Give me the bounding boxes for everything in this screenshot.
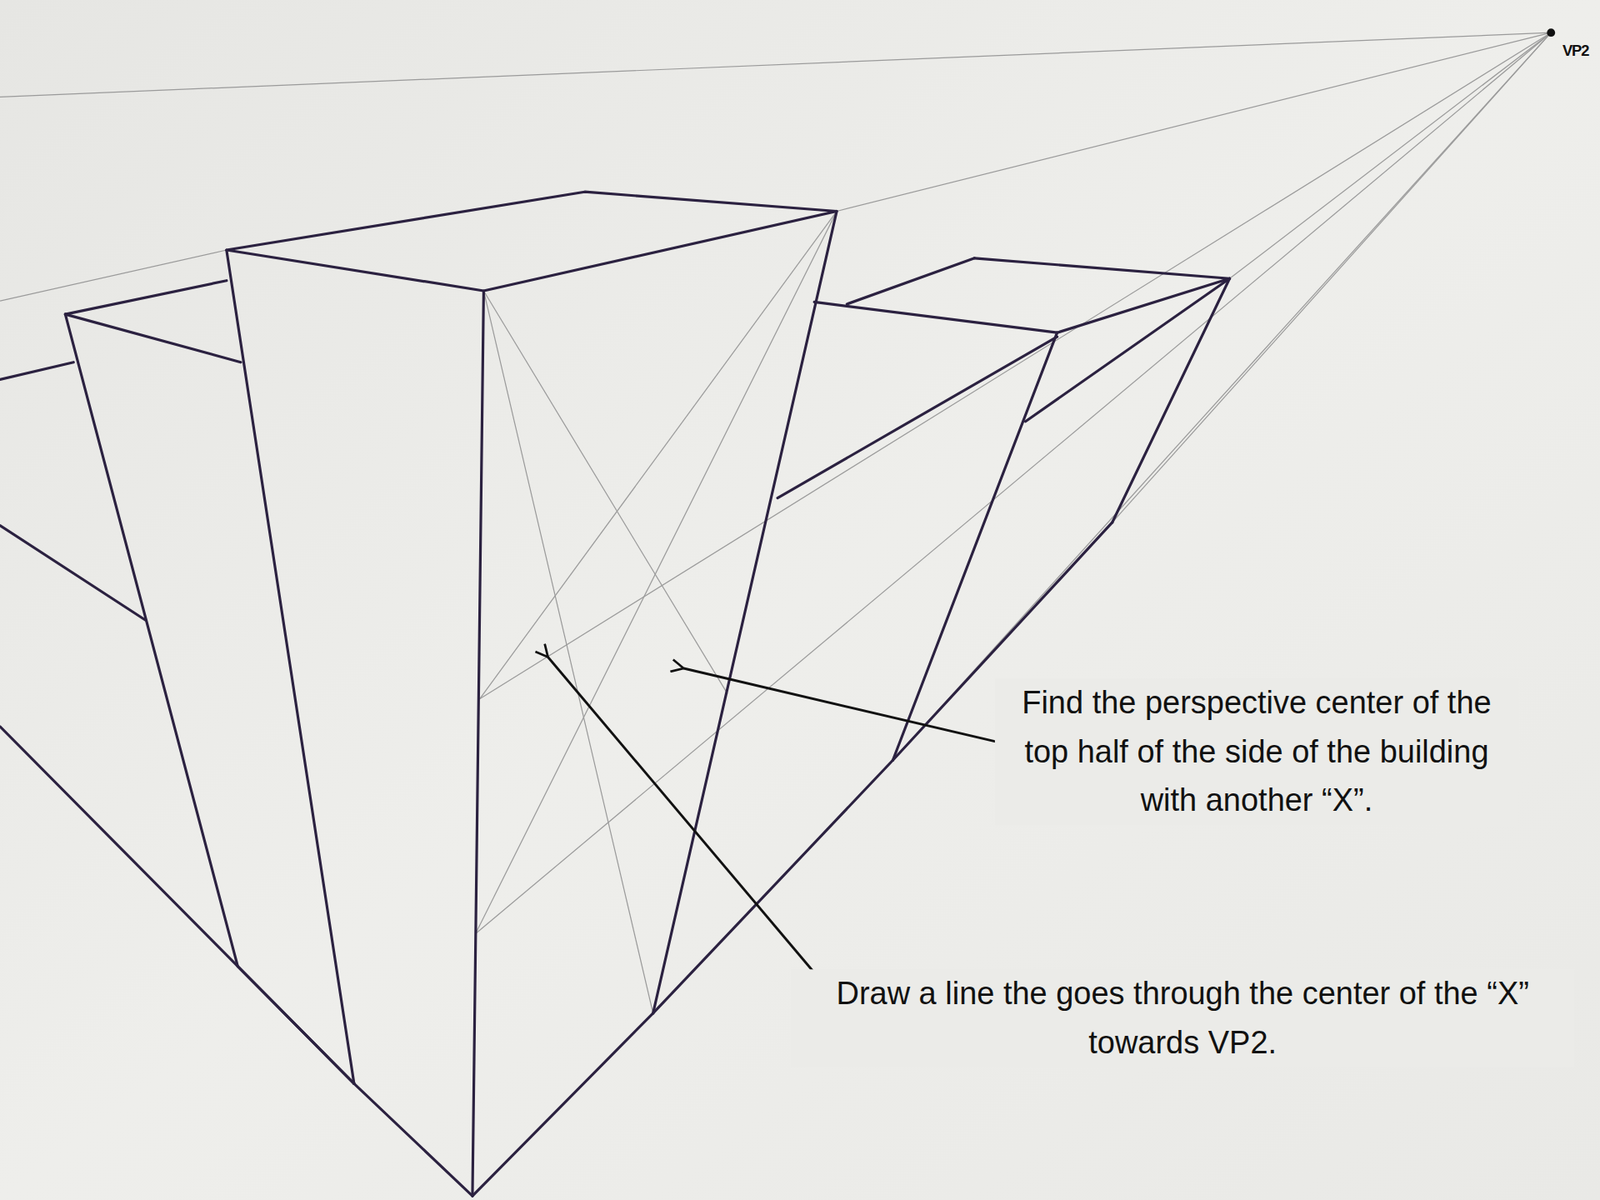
vanishing-point [1546,28,1555,37]
instruction-note: Draw a line the goes through the center … [790,969,1575,1068]
callout-arrows [548,657,1002,972]
pencil-lines [0,32,1551,1014]
vanishing-point-label: VP2 [1555,39,1596,63]
instruction-note: Find the perspective center of the top h… [995,678,1519,825]
